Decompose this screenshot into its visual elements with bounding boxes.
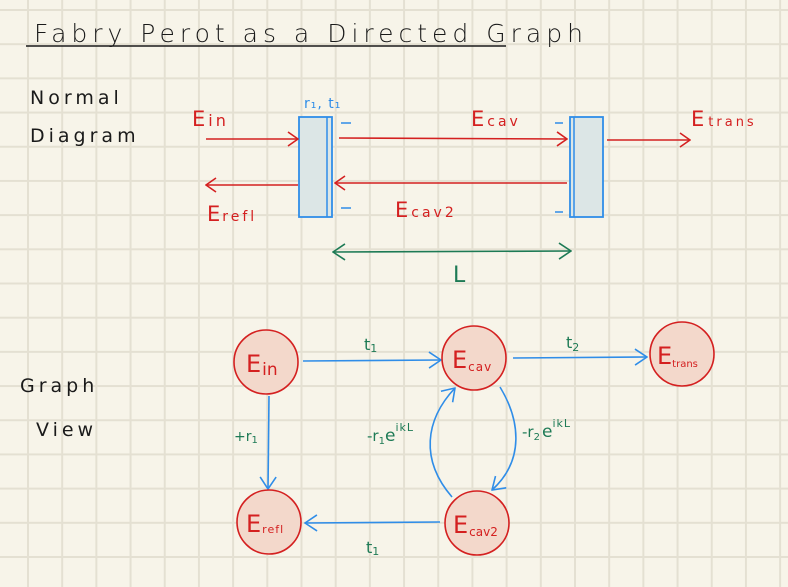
node-e-cav2[interactable]: Ecav2 bbox=[444, 490, 510, 556]
section-label-graph-2: View bbox=[36, 419, 97, 441]
page-title: Fabry Perot as a Directed Graph bbox=[26, 19, 588, 48]
node-e-refl-label: Erefl bbox=[246, 510, 284, 538]
node-e-trans-label: Etrans bbox=[657, 342, 698, 370]
mirror-1-label: r₁, t₁ bbox=[304, 96, 341, 112]
node-e-cav[interactable]: Ecav bbox=[441, 325, 507, 391]
surface-tick-marks bbox=[341, 122, 563, 213]
coef-cav2-to-refl: t1 bbox=[366, 538, 379, 558]
mirror-1 bbox=[298, 116, 333, 218]
edge-in-to-cav bbox=[302, 360, 441, 361]
node-e-in-label: Ein bbox=[246, 350, 278, 380]
mirror-2 bbox=[569, 116, 604, 218]
edge-cav-to-cav2 bbox=[492, 386, 517, 490]
edge-cav2-to-refl bbox=[305, 522, 441, 523]
node-e-cav-label: Ecav bbox=[452, 346, 492, 374]
section-label-normal-2: Diagram bbox=[30, 125, 140, 147]
section-label-graph-1: Graph bbox=[20, 375, 98, 397]
graph-view: Ein Ecav Etrans Erefl Ecav2 t1 t2 +r1 t1… bbox=[233, 321, 715, 558]
arrow-e-cav bbox=[338, 138, 567, 139]
node-e-refl[interactable]: Erefl bbox=[236, 489, 302, 555]
title-text: Fabry Perot as a Directed Graph bbox=[34, 19, 588, 48]
coef-in-to-refl: +r1 bbox=[234, 429, 258, 446]
section-label-normal-1: Normal bbox=[30, 87, 123, 109]
edge-cav-to-trans bbox=[512, 357, 647, 358]
edge-in-to-refl bbox=[268, 395, 269, 489]
edge-cav2-to-cav bbox=[429, 388, 455, 498]
node-e-cav2-label: Ecav2 bbox=[453, 511, 498, 539]
coef-cav-to-trans: t2 bbox=[566, 333, 579, 354]
node-e-in[interactable]: Ein bbox=[233, 329, 299, 395]
node-e-trans[interactable]: Etrans bbox=[649, 321, 715, 387]
coef-cav2-to-cav: -r1eikL bbox=[367, 421, 414, 447]
cavity-length-arrow bbox=[333, 251, 571, 252]
coef-in-to-cav: t1 bbox=[364, 335, 377, 355]
cavity-length-label: L bbox=[453, 263, 466, 288]
